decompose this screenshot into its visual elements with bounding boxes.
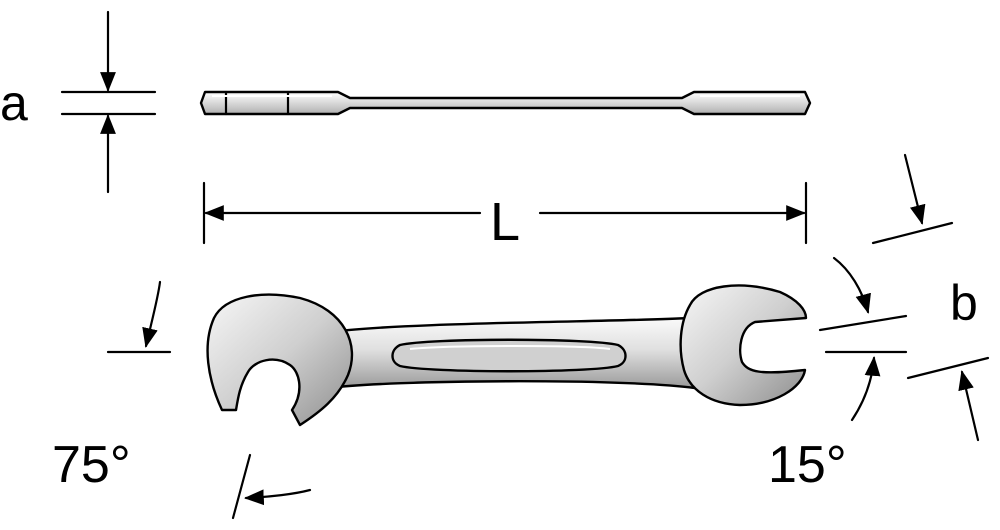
label-angle-15: 15° [768, 436, 847, 494]
label-b: b [950, 275, 978, 331]
label-l: L [490, 192, 520, 252]
label-a: a [0, 75, 28, 131]
label-angle-75: 75° [52, 436, 131, 494]
dimension-b [871, 153, 990, 442]
angle-15-indicator [818, 256, 908, 422]
dimension-length [202, 181, 808, 245]
angle-75-indicator [106, 280, 312, 520]
front-view-wrench [206, 284, 808, 427]
dimension-a [60, 10, 157, 194]
side-view-wrench [199, 90, 812, 116]
